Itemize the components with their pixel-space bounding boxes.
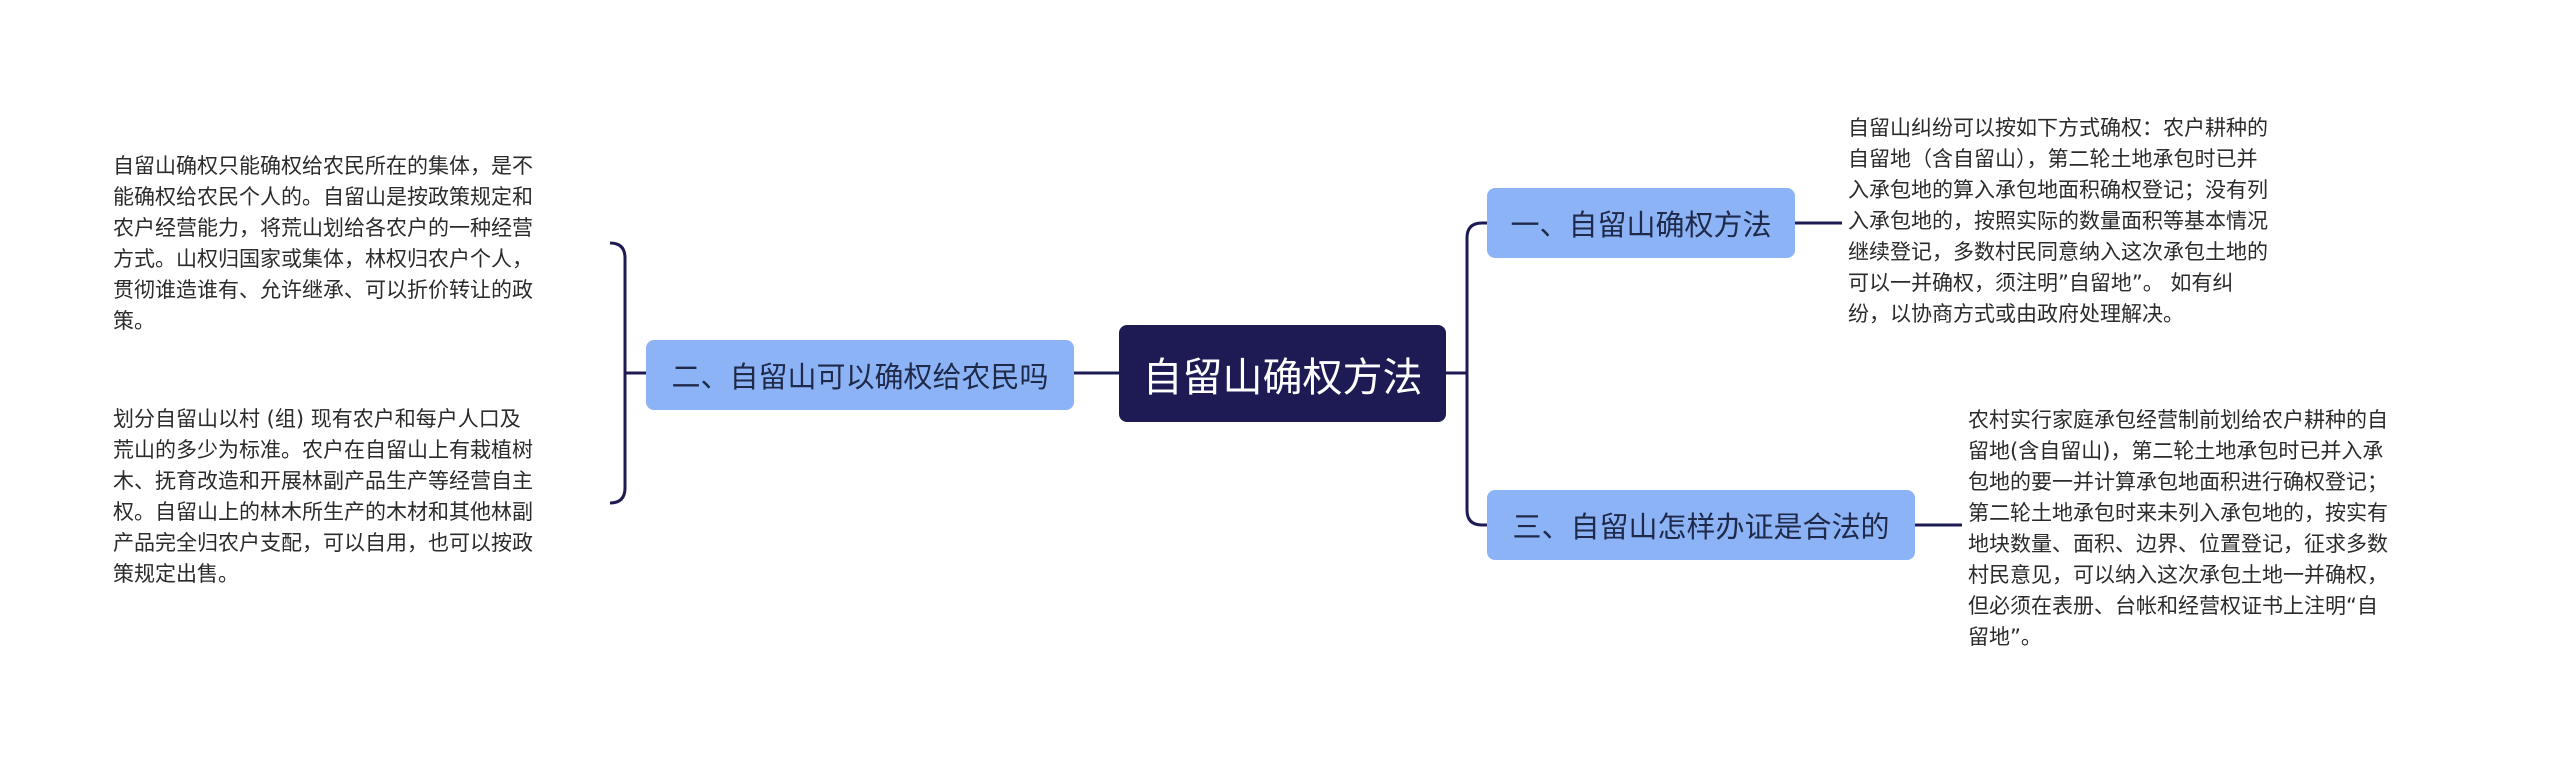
leaf-text-dispute-confirmation: 自留山纠纷可以按如下方式确权：农户耕种的 自留地（含自留山），第二轮土地承包时已… bbox=[1848, 116, 2268, 326]
branch-node-label: 三、自留山怎样办证是合法的 bbox=[1512, 510, 1890, 544]
connector-left-branch-leaves bbox=[609, 241, 646, 505]
branch-node-label: 一、自留山确权方法 bbox=[1510, 208, 1772, 242]
branch-node-confirm-method[interactable]: 一、自留山确权方法 bbox=[1487, 188, 1795, 258]
branch-node-confirm-to-farmers[interactable]: 二、自留山可以确权给农民吗 bbox=[646, 340, 1074, 410]
root-node[interactable]: 自留山确权方法 bbox=[1119, 325, 1446, 422]
branch-node-label: 二、自留山可以确权给农民吗 bbox=[671, 360, 1049, 394]
branch-node-legal-certificate[interactable]: 三、自留山怎样办证是合法的 bbox=[1487, 490, 1915, 560]
leaf-text-collective-ownership: 自留山确权只能确权给农民所在的集体，是不 能确权给农民个人的。自留山是按政策规定… bbox=[113, 154, 533, 333]
connector-root-right-branches bbox=[1446, 221, 1487, 527]
root-node-label: 自留山确权方法 bbox=[1142, 354, 1423, 401]
leaf-text-registration-rules: 农村实行家庭承包经营制前划给农户耕种的自 留地(含自留山)，第二轮土地承包时已并… bbox=[1968, 408, 2388, 649]
leaf-text-division-standard: 划分自留山以村 (组) 现有农户和每户人口及 荒山的多少为标准。农户在自留山上有… bbox=[113, 407, 533, 586]
